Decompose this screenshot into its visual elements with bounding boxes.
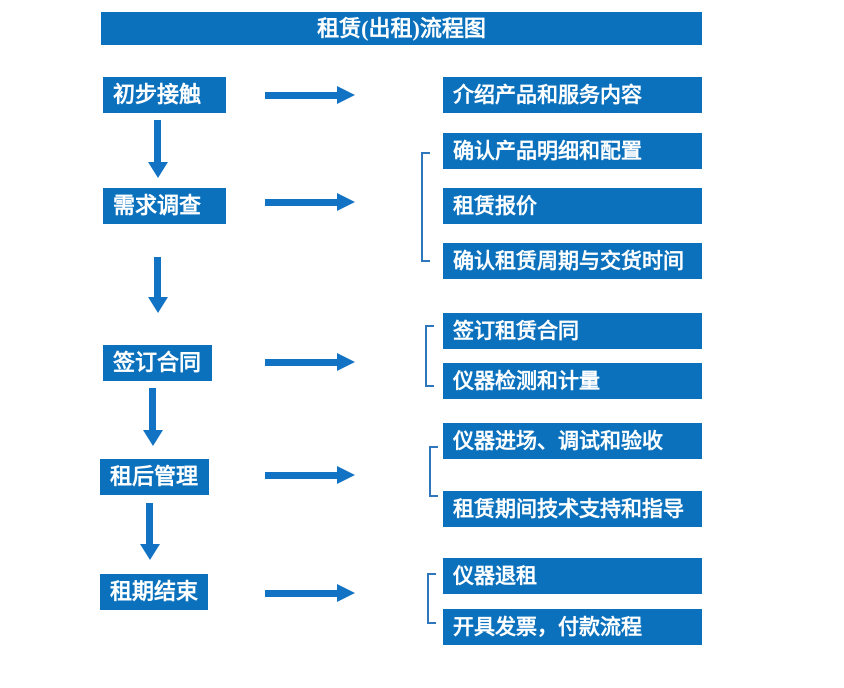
arrow-head	[140, 544, 160, 560]
detail-label: 租赁期间技术支持和指导	[453, 497, 684, 521]
arrow-shaft	[154, 120, 161, 162]
arrow-shaft	[265, 199, 337, 206]
detail-label: 仪器进场、调试和验收	[453, 429, 663, 453]
stage-box-initial-contact: 初步接触	[103, 77, 226, 113]
detail-label: 仪器检测和计量	[453, 369, 600, 393]
bracket-stage-3-details	[425, 325, 434, 387]
down-arrow-icon-1	[148, 120, 168, 178]
right-arrow-icon-4	[265, 466, 355, 484]
detail-box-confirm-period-delivery: 确认租赁周期与交货时间	[443, 243, 702, 279]
stage-label: 签订合同	[113, 350, 202, 375]
arrow-shaft	[146, 503, 153, 544]
down-arrow-icon-2	[148, 257, 168, 313]
detail-box-rental-quote: 租赁报价	[443, 188, 702, 224]
stage-label: 租后管理	[110, 464, 199, 489]
stage-label: 租期结束	[110, 579, 199, 604]
detail-box-sign-rental-contract: 签订租赁合同	[443, 313, 702, 349]
bracket-stage-4-details	[429, 446, 438, 497]
stage-label: 需求调查	[113, 193, 202, 218]
arrow-head	[143, 430, 163, 446]
detail-label: 确认租赁周期与交货时间	[453, 249, 684, 273]
detail-label: 确认产品明细和配置	[453, 139, 642, 163]
down-arrow-icon-4	[140, 503, 160, 560]
arrow-shaft	[265, 590, 337, 597]
title-bar: 租赁(出租)流程图	[101, 12, 702, 45]
right-arrow-icon-5	[265, 584, 355, 602]
detail-label: 开具发票，付款流程	[453, 615, 642, 639]
stage-label: 初步接触	[113, 82, 202, 107]
arrow-head	[337, 584, 355, 602]
arrow-head	[337, 86, 355, 104]
detail-label: 仪器退租	[453, 564, 537, 588]
arrow-shaft	[265, 472, 337, 479]
stage-box-rental-end: 租期结束	[100, 574, 208, 610]
detail-box-instrument-return: 仪器退租	[443, 558, 702, 594]
detail-label: 介绍产品和服务内容	[453, 83, 642, 107]
arrow-shaft	[149, 388, 156, 430]
right-arrow-icon-2	[265, 193, 355, 211]
detail-box-tech-support: 租赁期间技术支持和指导	[443, 491, 702, 527]
bracket-stage-2-details	[421, 152, 430, 262]
right-arrow-icon-1	[265, 86, 355, 104]
detail-box-invoice-payment: 开具发票，付款流程	[443, 609, 702, 645]
arrow-shaft	[154, 257, 161, 297]
detail-box-instrument-inspection: 仪器检测和计量	[443, 363, 702, 399]
detail-box-instrument-setup-acceptance: 仪器进场、调试和验收	[443, 423, 702, 459]
page-title: 租赁(出租)流程图	[317, 16, 486, 41]
right-arrow-icon-3	[265, 353, 355, 371]
bracket-stage-5-details	[427, 573, 436, 624]
down-arrow-icon-3	[143, 388, 163, 446]
arrow-head	[148, 297, 168, 313]
detail-label: 租赁报价	[453, 194, 537, 218]
detail-box-intro-products: 介绍产品和服务内容	[443, 77, 702, 113]
detail-label: 签订租赁合同	[453, 319, 579, 343]
detail-box-confirm-product-config: 确认产品明细和配置	[443, 133, 702, 169]
arrow-head	[148, 162, 168, 178]
arrow-shaft	[265, 92, 337, 99]
stage-box-demand-survey: 需求调查	[103, 188, 226, 224]
stage-box-sign-contract: 签订合同	[103, 345, 212, 381]
arrow-shaft	[265, 359, 337, 366]
arrow-head	[337, 466, 355, 484]
arrow-head	[337, 193, 355, 211]
stage-box-post-rental-management: 租后管理	[100, 459, 209, 495]
arrow-head	[337, 353, 355, 371]
